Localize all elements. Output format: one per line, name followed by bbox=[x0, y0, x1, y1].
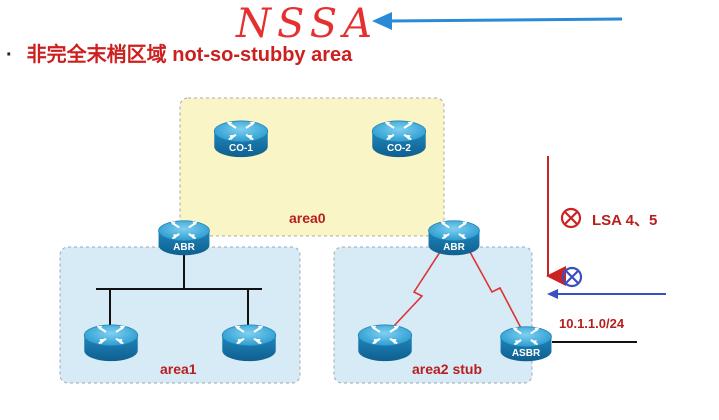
router-abr-left-icon: ABR bbox=[157, 219, 211, 257]
blocked-icon-blue bbox=[561, 266, 583, 288]
router-abr-right-label: ABR bbox=[443, 242, 465, 253]
router-abr-left-label: ABR bbox=[173, 242, 195, 253]
router-co1-icon: CO-1 bbox=[213, 119, 269, 159]
router-abr-right-icon: ABR bbox=[427, 219, 481, 257]
area2-serial-links bbox=[391, 251, 523, 331]
router-co1-label: CO-1 bbox=[229, 143, 253, 154]
handwritten-nssa: NSSA bbox=[236, 1, 378, 47]
area2-label: area2 stub bbox=[412, 361, 483, 377]
router-area1-right-icon bbox=[221, 323, 277, 363]
blocked-icon-red bbox=[560, 207, 582, 229]
router-area2-left-icon bbox=[357, 323, 413, 363]
router-area1-left-icon bbox=[83, 323, 139, 363]
area1-lan-bus bbox=[96, 255, 262, 330]
pointer-arrow bbox=[372, 12, 623, 30]
area0-label: area0 bbox=[289, 210, 326, 226]
external-route-arrow bbox=[547, 289, 666, 299]
bullet-point: · bbox=[6, 44, 13, 66]
router-co2-icon: CO-2 bbox=[371, 119, 427, 159]
title-text: 非完全末梢区域 not-so-stubby area bbox=[26, 44, 353, 66]
area1-label: area1 bbox=[160, 361, 197, 377]
router-co2-label: CO-2 bbox=[387, 143, 411, 154]
router-asbr-label: ASBR bbox=[512, 348, 541, 359]
lsa-blocked-label: LSA 4、5 bbox=[592, 212, 658, 229]
slide-title: · 非完全末梢区域 not-so-stubby area bbox=[6, 38, 352, 67]
router-asbr-icon: ASBR bbox=[499, 325, 553, 363]
external-network-label: 10.1.1.0/24 bbox=[559, 316, 625, 331]
